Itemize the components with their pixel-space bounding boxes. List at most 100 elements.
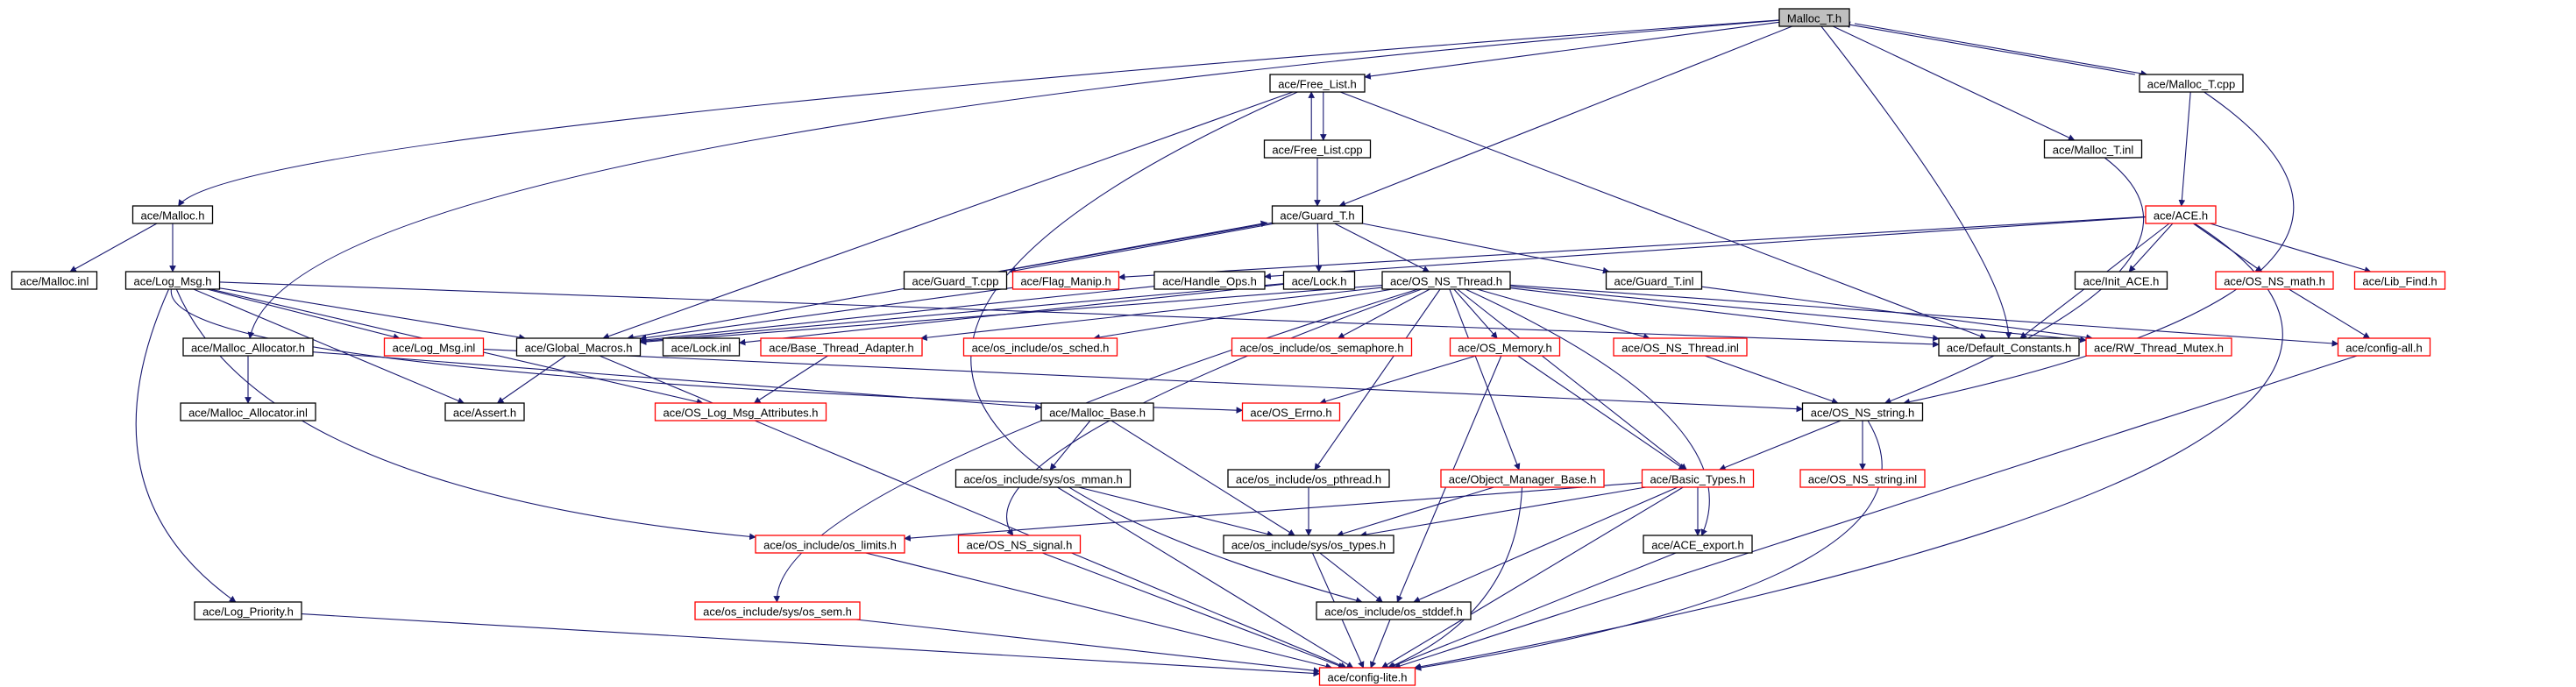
node-malloc-h: ace/Malloc.h: [131, 205, 214, 224]
node-label: ace/Malloc.h: [141, 209, 205, 223]
node-label: ace/os_include/os_pthread.h: [1236, 473, 1381, 486]
edge-basic-types-h-to-os-types-h: [1359, 486, 1646, 538]
edge-malloc-t-cpp-to-malloc-t-h: [1843, 21, 2135, 75]
node-flag-manip-h: ace/Flag_Manip.h: [1011, 271, 1120, 290]
node-box: [954, 469, 1132, 488]
node-default-constants-h: ace/Default_Constants.h: [1938, 337, 2080, 357]
node-label: ace/Free_List.h: [1278, 78, 1357, 91]
node-label: ace/ACE.h: [2154, 209, 2208, 223]
node-box: [1241, 402, 1341, 421]
node-box: [1153, 271, 1266, 290]
edge-os-ns-thread-h-to-object-manager-base-h: [1449, 288, 1521, 471]
node-malloc-inl: ace/Malloc.inl: [11, 271, 98, 290]
node-box: [1318, 667, 1416, 686]
node-label: ace/Malloc_Allocator.h: [191, 342, 305, 355]
edge-free-list-h-to-os-stddef-h: [970, 91, 1363, 604]
node-label: ace/os_include/os_semaphore.h: [1239, 342, 1403, 355]
node-box: [180, 402, 316, 421]
node-label: ace/Default_Constants.h: [1947, 342, 2071, 355]
node-os-semaphore-h: ace/os_include/os_semaphore.h: [1231, 337, 1413, 357]
edge-log-msg-h-to-os-errno-h: [170, 288, 1244, 414]
edge-ace-h-to-lib-find-h: [2210, 223, 2372, 273]
node-label: ace/Log_Msg.h: [134, 275, 212, 288]
edge-os-ns-thread-h-to-os-ns-signal-h: [1006, 288, 1423, 536]
node-label: ace/Guard_T.inl: [1614, 275, 1693, 288]
node-box: [124, 271, 221, 290]
edge-os-ns-thread-h-to-os-sched-h: [1093, 288, 1394, 341]
node-box: [1643, 535, 1753, 554]
node-label: ace/Log_Msg.inl: [393, 342, 476, 355]
node-label: ace/Flag_Manip.h: [1020, 275, 1111, 288]
node-os-mman-h: ace/os_include/sys/os_mman.h: [954, 469, 1132, 488]
node-malloc-t-h: Malloc_T.h: [1778, 8, 1850, 27]
node-free-list-cpp: ace/Free_List.cpp: [1263, 139, 1372, 159]
node-rw-thread-mutex-h: ace/RW_Thread_Mutex.h: [2085, 337, 2232, 357]
node-os-ns-math-h: ace/OS_NS_math.h: [2215, 271, 2334, 290]
edge-object-manager-base-h-to-os-types-h: [1336, 486, 1494, 537]
node-box: [182, 337, 314, 357]
node-label: ace/ACE_export.h: [1651, 539, 1744, 552]
node-label: ace/os_include/sys/os_mman.h: [963, 473, 1122, 486]
node-label: ace/OS_Memory.h: [1458, 342, 1551, 355]
node-os-sem-h: ace/os_include/sys/os_sem.h: [694, 601, 861, 620]
node-os-ns-string-inl: ace/OS_NS_string.inl: [1799, 469, 1926, 488]
node-label: ace/Malloc.inl: [20, 275, 89, 288]
node-box: [194, 601, 302, 620]
node-guard-t-h: ace/Guard_T.h: [1271, 205, 1364, 224]
edge-os-mman-h-to-os-types-h: [1078, 486, 1274, 538]
edge-basic-types-h-to-os-limits-h: [904, 482, 1643, 542]
edge-os-memory-h-to-os-errno-h: [1319, 355, 1477, 405]
node-os-log-msg-attributes-h: ace/OS_Log_Msg_Attributes.h: [654, 402, 827, 421]
edge-log-msg-h-to-default-constants-h: [219, 281, 1940, 348]
node-malloc-allocator-inl: ace/Malloc_Allocator.inl: [180, 402, 316, 421]
node-box: [2145, 205, 2217, 224]
node-lock-inl: ace/Lock.inl: [662, 337, 741, 357]
node-os-memory-h: ace/OS_Memory.h: [1449, 337, 1561, 357]
edge-os-ns-thread-h-to-os-pthread-h: [1314, 288, 1441, 471]
node-lock-h: ace/Lock.h: [1282, 271, 1356, 290]
node-init-ace-h: ace/Init_ACE.h: [2074, 271, 2168, 290]
node-box: [1641, 469, 1755, 488]
node-label: ace/config-lite.h: [1327, 671, 1407, 684]
edge-basic-types-h-to-os-stddef-h: [1413, 486, 1678, 603]
node-label: ace/Log_Priority.h: [202, 606, 294, 619]
edge-malloc-base-h-to-os-mman-h: [1049, 420, 1091, 471]
edge-malloc-t-cpp-to-ace-h: [2178, 91, 2191, 207]
edge-os-ns-thread-h-to-basic-types-h: [1457, 288, 1687, 471]
edge-basic-types-h-to-config-lite-h: [1381, 486, 1684, 669]
edge-flag-manip-h-to-global-macros-h: [639, 287, 1013, 342]
node-malloc-t-cpp: ace/Malloc_T.cpp: [2139, 74, 2244, 93]
node-box: [1011, 271, 1120, 290]
node-lib-find-h: ace/Lib_Find.h: [2353, 271, 2446, 290]
node-box: [2043, 139, 2143, 159]
node-label: ace/Base_Thread_Adapter.h: [769, 342, 914, 355]
node-malloc-t-inl: ace/Malloc_T.inl: [2043, 139, 2143, 159]
node-log-msg-h: ace/Log_Msg.h: [124, 271, 221, 290]
node-label: ace/OS_NS_math.h: [2224, 275, 2325, 288]
edge-global-macros-h-to-assert-h: [496, 355, 566, 404]
node-label: ace/Lib_Find.h: [2362, 275, 2437, 288]
node-box: [2215, 271, 2334, 290]
node-label: ace/Handle_Ops.h: [1162, 275, 1257, 288]
edge-guard-t-h-to-lock-h: [1315, 223, 1323, 273]
edge-os-ns-thread-h-to-global-macros-h: [639, 285, 1383, 345]
node-handle-ops-h: ace/Handle_Ops.h: [1153, 271, 1266, 290]
node-os-limits-h: ace/os_include/os_limits.h: [755, 535, 905, 554]
edge-ace-export-h-to-config-lite-h: [1388, 552, 1677, 669]
node-box: [1282, 271, 1356, 290]
edge-log-msg-h-to-log-priority-h: [135, 288, 237, 603]
node-box: [962, 337, 1118, 357]
node-box: [2337, 337, 2431, 357]
node-os-sched-h: ace/os_include/os_sched.h: [962, 337, 1118, 357]
node-free-list-h: ace/Free_List.h: [1269, 74, 1366, 93]
edge-os-stddef-h-to-config-lite-h: [1369, 619, 1391, 669]
node-label: ace/Basic_Types.h: [1650, 473, 1745, 486]
node-os-ns-thread-inl: ace/OS_NS_Thread.inl: [1613, 337, 1748, 357]
edge-os-ns-string-h-to-basic-types-h: [1719, 420, 1842, 471]
node-box: [11, 271, 98, 290]
edge-log-msg-h-to-log-msg-inl: [207, 288, 401, 341]
edge-malloc-t-h-to-default-constants-h: [1820, 25, 2012, 339]
node-config-lite-h: ace/config-lite.h: [1318, 667, 1416, 686]
edge-os-ns-signal-h-to-config-lite-h: [1042, 552, 1345, 669]
